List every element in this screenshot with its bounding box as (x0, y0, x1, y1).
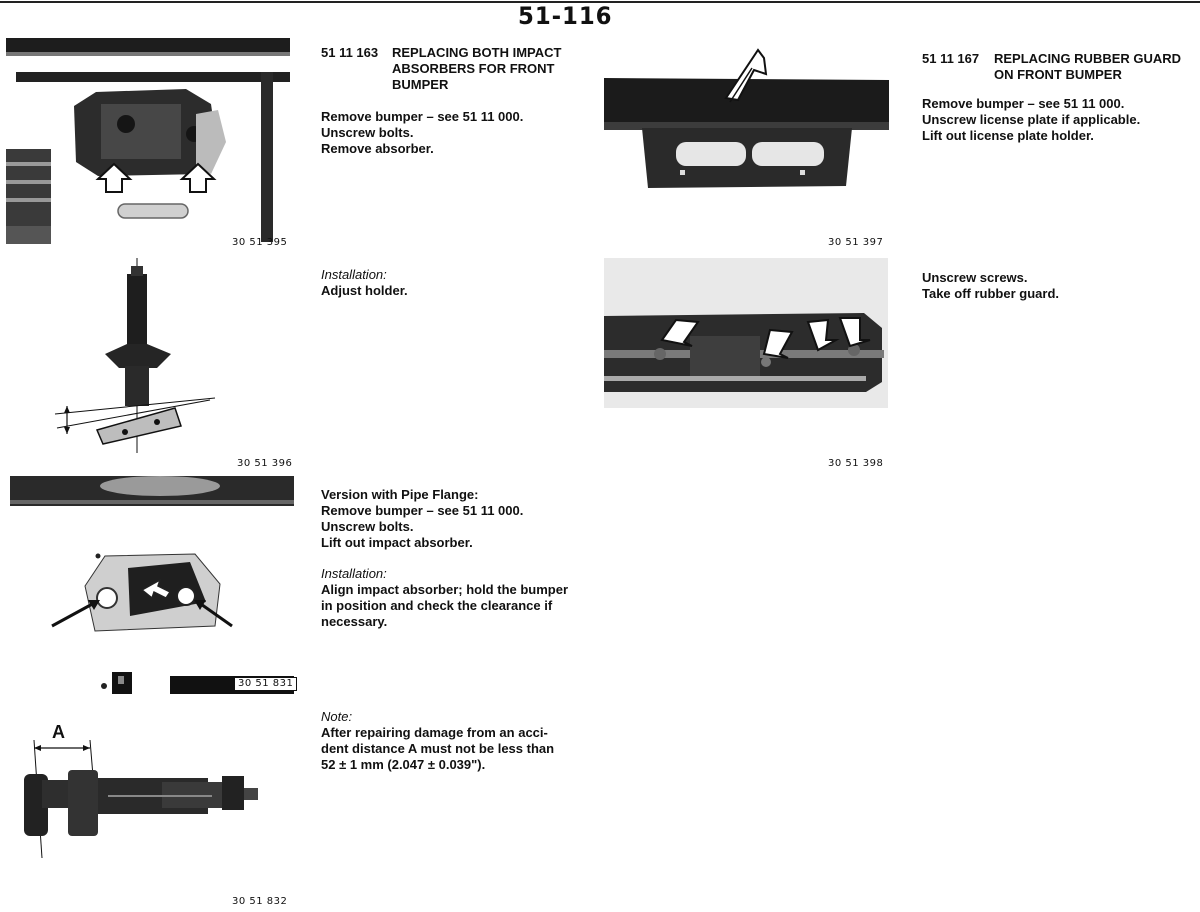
pipe-flange-line: Remove bumper – see 51 11 000. (321, 503, 524, 518)
note-line: After repairing damage from an acci- (321, 725, 548, 740)
section-title-line: REPLACING RUBBER GUARD (994, 51, 1182, 66)
figure-holder-drawing (45, 258, 225, 458)
step-line: Lift out license plate holder. (922, 128, 1094, 143)
pipe-flange-installation: Installation: Align impact absorber; hol… (321, 566, 568, 630)
figure-impact-absorber-photo (6, 34, 296, 249)
figure-caption: 30 51 831 (234, 677, 298, 691)
figure-rubber-guard-screws-photo (604, 258, 894, 418)
installation-step: Adjust holder. (321, 283, 408, 298)
section-heading-51-11-167: 51 11 167 REPLACING RUBBER GUARD ON FRON… (922, 51, 1198, 85)
installation-label: Installation: (321, 566, 387, 581)
installation-label: Installation: (321, 267, 387, 282)
section-title-line: BUMPER (392, 77, 449, 92)
steps-remove-rubber-guard: Unscrew screws. Take off rubber guard. (922, 270, 1059, 302)
note-distance-a: Note: After repairing damage from an acc… (321, 709, 554, 773)
steps-remove-license-plate-holder: Remove bumper – see 51 11 000. Unscrew l… (922, 96, 1140, 144)
step-line: Remove absorber. (321, 141, 434, 156)
step-line: Remove bumper – see 51 11 000. (922, 96, 1125, 111)
section-title-line: REPLACING BOTH IMPACT (392, 45, 562, 60)
steps-remove-absorber: Remove bumper – see 51 11 000. Unscrew b… (321, 109, 523, 157)
note-line: dent distance A must not be less than (321, 741, 555, 756)
top-rule (0, 1, 1200, 3)
step-line: Unscrew bolts. (321, 125, 414, 140)
installation-line: necessary. (321, 614, 388, 629)
pipe-flange-line: Version with Pipe Flange: (321, 487, 479, 502)
step-line: Unscrew screws. (922, 270, 1028, 285)
pipe-flange-line: Unscrew bolts. (321, 519, 414, 534)
installation-holder: Installation: Adjust holder. (321, 267, 408, 299)
installation-line: in position and check the clearance if (321, 598, 553, 613)
pipe-flange-line: Lift out impact absorber. (321, 535, 473, 550)
figure-caption: 30 51 398 (828, 458, 884, 469)
step-line: Unscrew license plate if applicable. (922, 112, 1141, 127)
figure-caption: 30 51 396 (237, 458, 293, 469)
figure-caption: 30 51 832 (232, 896, 288, 907)
section-heading-51-11-163: 51 11 163 REPLACING BOTH IMPACT ABSORBER… (321, 45, 591, 95)
step-line: Take off rubber guard. (922, 286, 1059, 301)
figure-distance-a-drawing: A (12, 718, 272, 868)
installation-line: Align impact absorber; hold the bumper (321, 582, 569, 597)
section-code: 51 11 163 (321, 45, 379, 60)
section-title-line: ABSORBERS FOR FRONT (392, 61, 555, 76)
dimension-label: A (52, 722, 65, 742)
note-line: 52 ± 1 mm (2.047 ± 0.039"). (321, 757, 486, 772)
figure-bumper-license-plate-photo (604, 48, 894, 198)
note-label: Note: (321, 709, 353, 724)
pipe-flange-steps: Version with Pipe Flange: Remove bumper … (321, 487, 523, 551)
figure-caption: 30 51 395 (232, 237, 288, 248)
figure-caption: 30 51 397 (828, 237, 884, 248)
page-number: 51-116 (518, 2, 613, 30)
step-line: Remove bumper – see 51 11 000. (321, 109, 524, 124)
section-title-line: ON FRONT BUMPER (994, 67, 1122, 82)
figure-pipe-flange-photo (10, 476, 300, 696)
section-code: 51 11 167 (922, 51, 980, 66)
